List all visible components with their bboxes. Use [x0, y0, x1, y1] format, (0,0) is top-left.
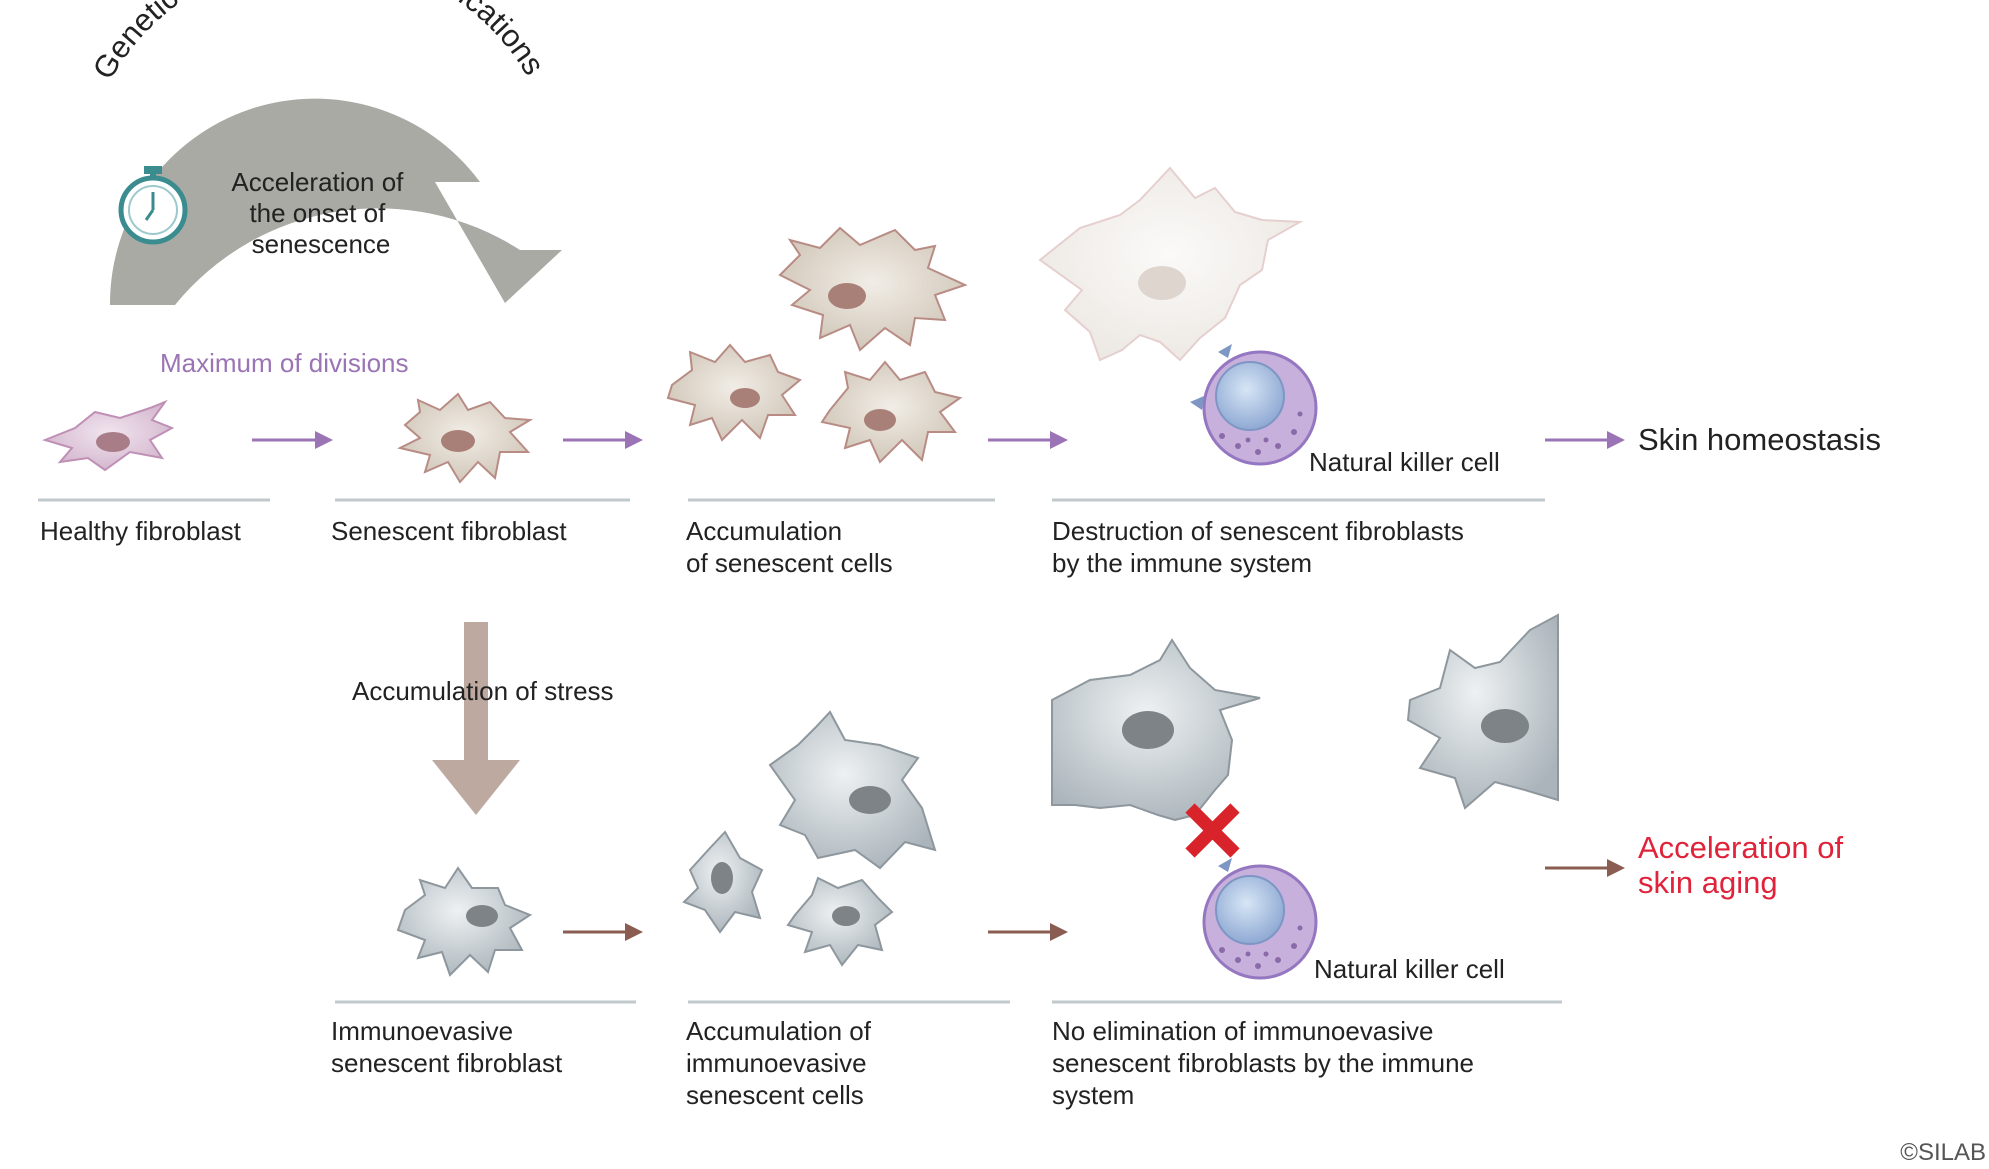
copyright-label: ©SILAB — [1900, 1139, 1986, 1166]
immunoevasive-fibroblast-label: Immunoevasive senescent fibroblast — [331, 1016, 563, 1078]
natural-killer-cell-bottom — [1202, 858, 1318, 980]
skin-aging-label: Acceleration of skin aging — [1638, 830, 1852, 900]
immunoevasive-cell-cluster — [682, 710, 937, 967]
nk-cell-label-bottom: Natural killer cell — [1314, 954, 1505, 984]
accumulation-immunoevasive-label: Accumulation of immunoevasive senescent … — [686, 1016, 878, 1110]
healthy-fibroblast-cell — [41, 399, 175, 472]
stopwatch-icon — [118, 166, 188, 245]
immunoevasive-fibroblast-large-right — [1406, 613, 1559, 810]
nk-cell-label-top: Natural killer cell — [1309, 447, 1500, 477]
healthy-fibroblast-label: Healthy fibroblast — [40, 516, 242, 546]
red-cross-icon — [1185, 803, 1240, 858]
stress-label: Accumulation of stress — [352, 676, 614, 706]
senescent-cell-cluster — [666, 226, 968, 464]
senescent-fibroblast-cell — [397, 392, 534, 484]
stress-arrow — [432, 622, 520, 815]
natural-killer-cell-top — [1190, 344, 1318, 466]
destroyed-fibroblast-cell — [1038, 166, 1304, 362]
senescent-fibroblast-label: Senescent fibroblast — [331, 516, 567, 546]
top-arrows — [252, 431, 1625, 449]
no-elimination-label: No elimination of immunoevasive senescen… — [1052, 1016, 1481, 1110]
max-divisions-label: Maximum of divisions — [160, 348, 409, 378]
skin-homeostasis-label: Skin homeostasis — [1638, 422, 1881, 457]
bottom-arrows — [563, 859, 1625, 941]
onset-label: Acceleration of the onset of senescence — [231, 167, 410, 259]
immunoevasive-fibroblast-cell — [396, 866, 533, 977]
curved-gray-arrow — [109, 98, 562, 305]
accumulation-senescent-label: Accumulation of senescent cells — [686, 516, 893, 578]
destruction-label: Destruction of senescent fibroblasts by … — [1052, 516, 1471, 578]
immunoevasive-fibroblast-large-left — [1051, 638, 1261, 822]
